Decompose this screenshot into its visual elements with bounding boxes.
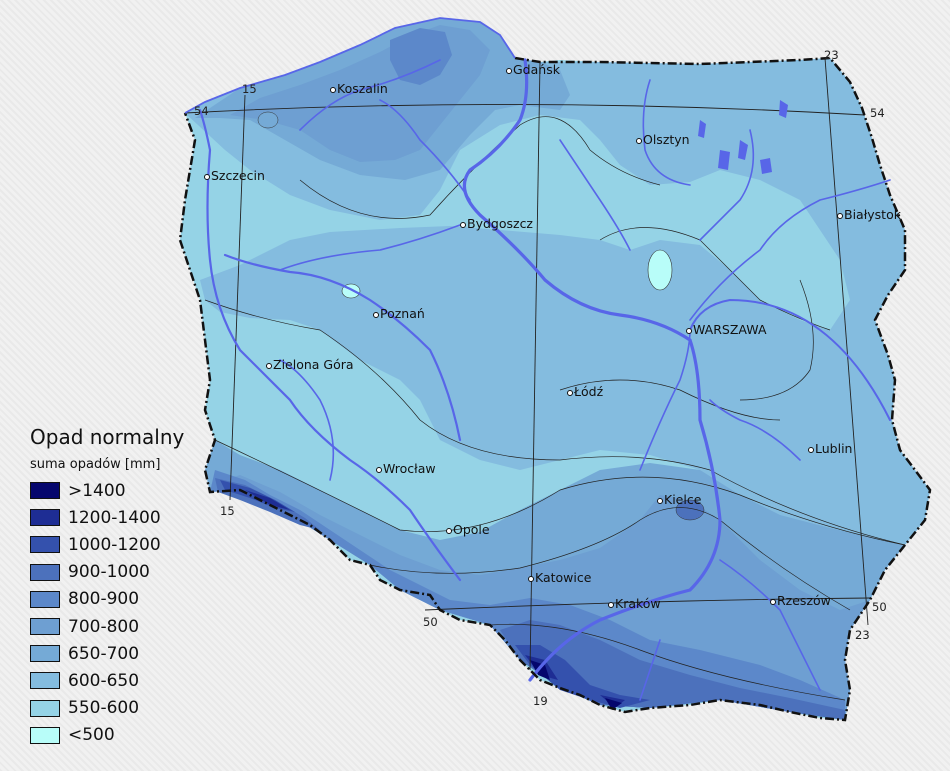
- city-kielce: Kielce: [657, 492, 701, 507]
- graticule-label-15-top: 15: [242, 82, 257, 96]
- lakes: [698, 100, 788, 174]
- zone-over-1400-south: [530, 660, 622, 710]
- legend-label: 900-1000: [68, 562, 150, 583]
- city-warszawa: WARSZAWA: [686, 322, 767, 337]
- city-rzeszow: Rzeszów: [770, 593, 831, 608]
- city-lublin: Lublin: [808, 441, 852, 456]
- city-gdansk: Gdańsk: [506, 62, 560, 77]
- legend-item: 550-600: [30, 695, 184, 722]
- zone-1000-1200-south: [220, 480, 650, 708]
- legend-item: 700-800: [30, 613, 184, 640]
- zone-spot-kielce: [675, 499, 705, 521]
- legend: Opad normalny suma opadów [mm] >1400 120…: [30, 425, 184, 749]
- city-opole: Opole: [446, 522, 490, 537]
- zone-800-900-north: [390, 28, 452, 85]
- legend-swatch: [30, 672, 60, 690]
- city-poznan: Poznań: [373, 306, 425, 321]
- river-narew: [689, 179, 891, 321]
- legend-item: <500: [30, 722, 184, 749]
- graticule-label-15-bottom: 15: [220, 504, 235, 518]
- legend-item: 600-650: [30, 667, 184, 694]
- zone-spot-koszalin: [257, 111, 279, 129]
- legend-label: 800-900: [68, 589, 140, 610]
- city-koszalin: Koszalin: [330, 81, 388, 96]
- zone-800-900-south: [210, 470, 845, 720]
- graticule-label-19-bottom: 19: [533, 694, 548, 708]
- legend-swatch: [30, 726, 60, 744]
- legend-label: >1400: [68, 480, 126, 501]
- legend-item: 1200-1400: [30, 504, 184, 531]
- city-zielona-gora: Zielona Góra: [266, 357, 354, 372]
- river-warta: [223, 253, 462, 442]
- legend-subtitle: suma opadów [mm]: [30, 457, 161, 472]
- graticule-label-50-right: 50: [872, 600, 887, 614]
- river-bug: [689, 298, 891, 421]
- legend-label: 1000-1200: [68, 534, 161, 555]
- country-border: [178, 56, 932, 722]
- legend-item: 900-1000: [30, 559, 184, 586]
- legend-swatch: [30, 590, 60, 608]
- legend-swatch: [30, 645, 60, 663]
- graticule-label-54-right: 54: [870, 106, 885, 120]
- legend-swatch: [30, 482, 60, 500]
- river-vistula: [462, 58, 722, 682]
- legend-label: 1200-1400: [68, 507, 161, 528]
- legend-swatch: [30, 509, 60, 527]
- graticule-label-23-top: 23: [824, 48, 839, 62]
- zone-under-500-east: [647, 249, 673, 291]
- city-lodz: Łódź: [567, 384, 603, 399]
- legend-swatch: [30, 563, 60, 581]
- graticule: [184, 57, 871, 671]
- legend-swatch: [30, 699, 60, 717]
- graticule-label-54-left: 54: [194, 104, 209, 118]
- legend-label: 700-800: [68, 616, 140, 637]
- legend-item: 800-900: [30, 586, 184, 613]
- legend-swatch: [30, 618, 60, 636]
- legend-title: Opad normalny: [30, 425, 185, 449]
- city-szczecin: Szczecin: [204, 168, 265, 183]
- city-bialystok: Białystok: [837, 207, 901, 222]
- graticule-label-23-bottom: 23: [855, 628, 870, 642]
- legend-label: 550-600: [68, 698, 140, 719]
- city-krakow: Kraków: [608, 596, 661, 611]
- coastline: [184, 17, 516, 114]
- legend-label: 600-650: [68, 670, 140, 691]
- city-wroclaw: Wrocław: [376, 461, 436, 476]
- legend-item: >1400: [30, 477, 184, 504]
- legend-label: 650-700: [68, 643, 140, 664]
- city-katowice: Katowice: [528, 570, 591, 585]
- city-olsztyn: Olsztyn: [636, 132, 690, 147]
- legend-item: 650-700: [30, 640, 184, 667]
- legend-item: 1000-1200: [30, 531, 184, 558]
- graticule-label-50-left: 50: [423, 615, 438, 629]
- legend-swatch: [30, 536, 60, 554]
- legend-label: <500: [68, 725, 115, 746]
- city-bydgoszcz: Bydgoszcz: [460, 216, 533, 231]
